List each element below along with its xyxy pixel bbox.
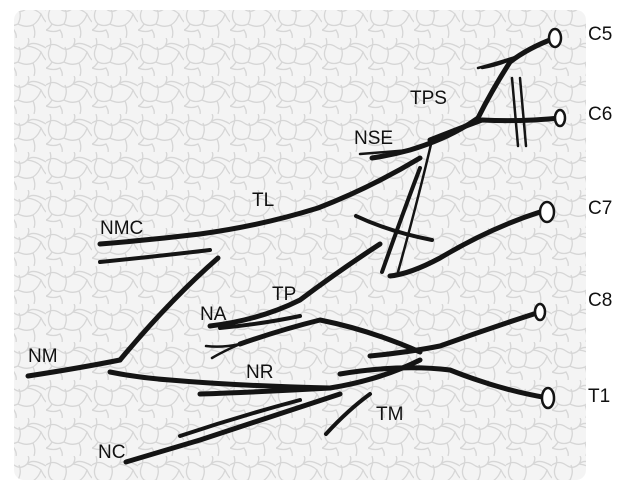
c5-root-end xyxy=(549,29,561,47)
t1-root-end xyxy=(542,388,554,408)
label-c6: C6 xyxy=(588,104,612,125)
label-nr: NR xyxy=(246,362,273,383)
label-nmc: NMC xyxy=(100,218,143,239)
c6-root-end xyxy=(555,110,565,126)
label-nse: NSE xyxy=(354,128,393,149)
label-tm: TM xyxy=(376,404,403,425)
label-nc: NC xyxy=(98,442,125,463)
label-t1: T1 xyxy=(588,386,610,407)
label-tps: TPS xyxy=(410,88,447,109)
label-c8: C8 xyxy=(588,290,612,311)
label-tp: TP xyxy=(272,284,296,305)
c7-root-end xyxy=(540,202,554,222)
label-tl: TL xyxy=(252,190,274,211)
label-c5: C5 xyxy=(588,24,612,45)
label-c7: C7 xyxy=(588,198,612,219)
label-nm: NM xyxy=(28,346,58,367)
c8-root-end xyxy=(535,304,545,320)
label-na: NA xyxy=(200,304,227,325)
